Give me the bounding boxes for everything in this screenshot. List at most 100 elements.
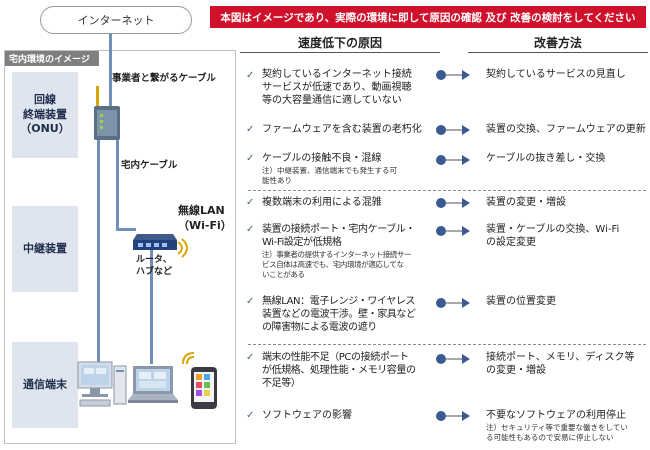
cause-item-4-line1: 複数端末の利用による混雑 — [262, 197, 382, 208]
category-onu: 回線 終端装置 （ONU） — [12, 72, 78, 158]
fix-item-3-line1: ケーブルの抜き差し・交換 — [486, 153, 606, 164]
cause-header-underline — [240, 52, 440, 53]
laptop-icon — [128, 366, 178, 403]
check-icon: ✓ — [246, 153, 255, 164]
separator-onu-relay — [248, 190, 646, 191]
wifi-label-line1: 無線LAN — [178, 204, 225, 217]
separator-relay-terminal — [248, 344, 646, 345]
indoor-cable-mid-line — [116, 138, 119, 230]
cause-item-8: ソフトウェアの影響 — [262, 409, 352, 422]
cause-column-header: 速度低下の原因 — [297, 36, 382, 50]
onu-device-icon — [94, 86, 120, 140]
fix-item-6-line1: 装置の位置変更 — [486, 296, 556, 307]
fix-item-2: 装置の交換、ファームウェアの更新 — [486, 123, 646, 136]
check-icon: ✓ — [246, 410, 255, 421]
cause-item-3-line1: ケーブルの接触不良・混線 — [262, 153, 382, 164]
fix-item-1-line1: 契約しているサービスの見直し — [486, 69, 626, 80]
category-onu-line1: 回線 — [34, 92, 56, 106]
disclaimer-banner: 本図はイメージであり、実際の環境に即して原因の確認 及び 改善の検討をしてくださ… — [210, 6, 646, 28]
fix-item-8-note-line1: 注）セキュリティ等で重要な働きをしてい — [486, 423, 628, 432]
fix-column-header: 改善方法 — [533, 36, 582, 50]
router-label-line1: ルータ、 — [136, 255, 172, 265]
cause-item-7: 端末の性能不足（PCの接続ポート が低規格、処理性能・メモリ容量の 不足等） — [262, 351, 416, 391]
fix-item-1: 契約しているサービスの見直し — [486, 68, 626, 81]
router-hub-icon — [133, 234, 177, 250]
cause-item-5-note: 注）事業者の提供するインターネット接続サー ビス自体は高速でも、宅内環境が適応し… — [262, 250, 412, 279]
isp-cable-line — [109, 34, 112, 110]
cause-item-3: ケーブルの接触不良・混線 — [262, 152, 381, 165]
arrow-icon — [436, 70, 470, 80]
indoor-cable-label: 宅内ケーブル — [121, 160, 178, 171]
cause-item-6: 無線LAN：電子レンジ・ワイヤレス 装置などの電波干渉。壁・家具など の障害物に… — [262, 295, 416, 335]
isp-cable-label: 事業者と繋がるケーブル — [112, 73, 216, 84]
cause-item-3-note-line2: 能性あり — [262, 175, 292, 185]
fix-item-6: 装置の位置変更 — [486, 295, 556, 308]
cause-item-5-note-line3: いことがある — [262, 269, 305, 279]
category-relay: 中継装置 — [12, 206, 78, 292]
fix-item-4-line1: 装置の変更・増設 — [486, 197, 566, 208]
cause-item-6-line3: の障害物による電波の遮り — [262, 322, 377, 334]
arrow-icon — [436, 198, 470, 208]
category-terminal: 通信端末 — [12, 342, 78, 428]
smartphone-icon — [191, 367, 217, 409]
cause-item-7-line1: 端末の性能不足（PCの接続ポート — [262, 352, 409, 363]
check-icon: ✓ — [246, 352, 255, 363]
indoor-cable-to-router-line — [116, 228, 136, 231]
fix-item-8-line1: 不要なソフトウェアの利用停止 — [486, 410, 626, 421]
cause-item-2: ファームウェアを含む装置の老朽化 — [262, 123, 422, 136]
cause-item-8-line1: ソフトウェアの影響 — [262, 410, 352, 421]
cause-item-1-line2: サービスが低速であり、動画視聴 — [262, 82, 412, 94]
fix-item-5: 装置・ケーブルの交換、Wi-Fi の設定変更 — [486, 223, 619, 249]
wifi-label-line2: （Wi-Fi） — [178, 218, 232, 232]
cause-item-1-line3: 等の大容量通信に適していない — [262, 95, 402, 107]
fix-item-7: 接続ポート、メモリ、ディスク等 の変更・増設 — [486, 351, 635, 377]
cause-item-2-line1: ファームウェアを含む装置の老朽化 — [262, 124, 422, 135]
desktop-pc-icon — [77, 361, 127, 407]
arrow-icon — [436, 354, 470, 364]
fix-item-8-note: 注）セキュリティ等で重要な働きをしてい る可能性もあるので安易に停止しない — [486, 423, 628, 443]
cause-item-7-line3: 不足等） — [262, 378, 301, 390]
fix-item-7-line1: 接続ポート、メモリ、ディスク等 — [486, 352, 635, 363]
internet-label: インターネット — [40, 6, 192, 34]
fix-item-5-line1: 装置・ケーブルの交換、Wi-Fi — [486, 224, 620, 235]
cause-item-5: 装置の接続ポート・宅内ケーブル・ Wi-Fi設定が低規格 — [262, 223, 415, 249]
arrow-icon — [436, 155, 470, 165]
router-to-laptop-line — [150, 250, 153, 364]
cause-item-3-note: 注）中継装置、通信端末でも発生する可 能性あり — [262, 166, 397, 186]
cause-item-5-note-line2: ビス自体は高速でも、宅内環境が適応してな — [262, 259, 404, 269]
category-onu-line2: 終端装置 — [23, 107, 67, 121]
router-label-line2: ハブなど — [136, 266, 173, 277]
cause-item-5-line2: Wi-Fi設定が低規格 — [262, 237, 342, 249]
cause-item-6-line2: 装置などの電波干渉。壁・家具など — [262, 309, 416, 321]
arrow-icon — [436, 226, 470, 236]
category-onu-line3: （ONU） — [20, 122, 70, 136]
fix-item-8: 不要なソフトウェアの利用停止 — [486, 409, 626, 422]
wifi-label: 無線LAN （Wi-Fi） — [178, 204, 232, 234]
cause-item-7-line2: が低規格、処理性能・メモリ容量の — [262, 365, 416, 377]
cause-item-5-line1: 装置の接続ポート・宅内ケーブル・ — [262, 224, 415, 235]
fix-header-underline — [468, 52, 648, 53]
check-icon: ✓ — [246, 70, 255, 81]
check-icon: ✓ — [246, 296, 255, 307]
cause-item-5-note-line1: 注）事業者の提供するインターネット接続サー — [262, 250, 412, 259]
fix-item-8-note-line2: る可能性もあるので安易に停止しない — [486, 432, 614, 442]
category-relay-label: 中継装置 — [23, 241, 67, 255]
check-icon: ✓ — [246, 197, 255, 208]
fix-item-2-line1: 装置の交換、ファームウェアの更新 — [486, 124, 646, 135]
phone-wifi-signal-icon — [182, 352, 195, 365]
fix-item-5-line2: の設定変更 — [486, 237, 536, 249]
arrow-icon — [436, 298, 470, 308]
cause-item-1: 契約しているインターネット接続 サービスが低速であり、動画視聴 等の大容量通信に… — [262, 68, 412, 108]
cause-item-1-line1: 契約しているインターネット接続 — [262, 69, 412, 80]
arrow-icon — [436, 411, 470, 421]
check-icon: ✓ — [246, 224, 255, 235]
fix-item-3: ケーブルの抜き差し・交換 — [486, 152, 605, 165]
home-environment-header: 宅内環境のイメージ — [5, 51, 99, 66]
fix-item-4: 装置の変更・増設 — [486, 196, 566, 209]
arrow-icon — [436, 125, 470, 135]
indoor-cable-left-line — [97, 138, 100, 364]
category-terminal-label: 通信端末 — [23, 377, 67, 391]
check-icon: ✓ — [246, 124, 255, 135]
cause-item-4: 複数端末の利用による混雑 — [262, 196, 382, 209]
cause-item-6-line1: 無線LAN：電子レンジ・ワイヤレス — [262, 296, 416, 307]
